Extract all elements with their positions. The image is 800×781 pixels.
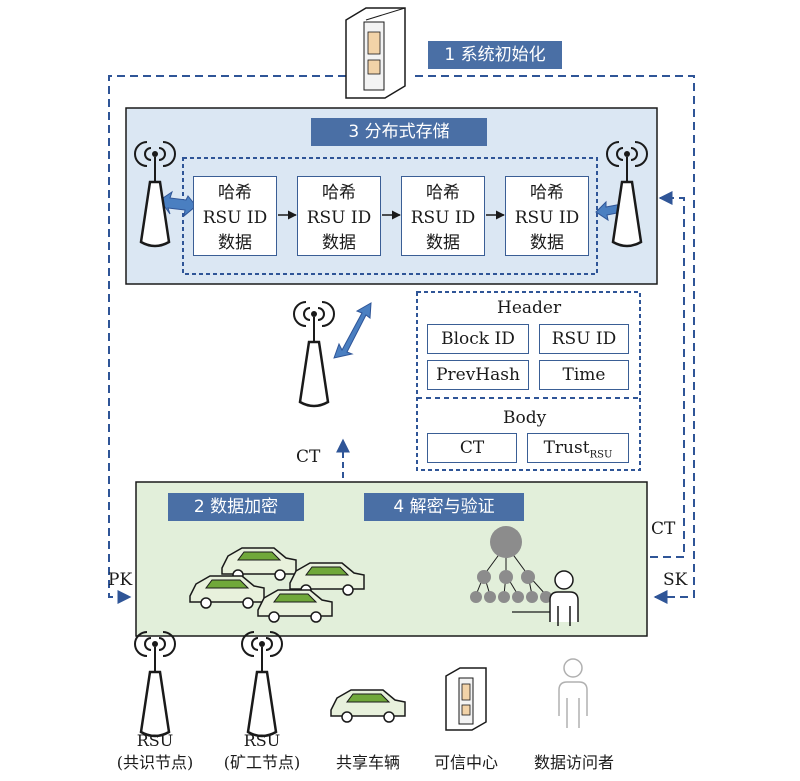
- field-block-id: Block ID: [427, 324, 529, 354]
- server-icon: [345, 7, 406, 99]
- person-icon: [558, 658, 588, 728]
- field-trust: TrustRSU: [527, 433, 629, 463]
- legend-label: 数据访问者: [533, 753, 614, 772]
- block-hash-label: 哈希: [322, 183, 356, 203]
- step-storage-label: 3 分布式存储: [311, 118, 487, 146]
- block-hash-label: 哈希: [426, 183, 460, 203]
- server-icon: [445, 667, 487, 731]
- pk-label: PK: [108, 570, 133, 590]
- two-way-arrow-mid: [333, 302, 372, 359]
- legend-data-accessor: 数据访问者: [524, 752, 624, 774]
- trust-subscript: RSU: [589, 449, 613, 461]
- block-data-label: 数据: [322, 233, 356, 253]
- step-encrypt-label: 2 数据加密: [168, 493, 304, 521]
- chain-block: 哈希 RSU ID 数据: [505, 176, 589, 256]
- trust-label: Trust: [543, 438, 590, 458]
- legend-sublabel: (共识节点): [116, 753, 194, 772]
- field-time: Time: [539, 360, 629, 390]
- chain-block: 哈希 RSU ID 数据: [401, 176, 485, 256]
- step-init-label: 1 系统初始化: [428, 41, 562, 69]
- block-data-label: 数据: [426, 233, 460, 253]
- legend-miner-node: RSU (矿工节点): [212, 730, 312, 774]
- block-data-label: 数据: [218, 233, 252, 253]
- car-icon: [330, 689, 406, 723]
- ct-label: CT: [651, 519, 676, 539]
- legend-label: RSU: [136, 731, 174, 750]
- block-rsu-id-label: RSU ID: [514, 208, 580, 228]
- field-rsu-id: RSU ID: [539, 324, 629, 354]
- hierarchy-icon: [470, 526, 560, 613]
- chain-box: [182, 157, 598, 275]
- chain-block: 哈希 RSU ID 数据: [193, 176, 277, 256]
- block-rsu-id-label: RSU ID: [202, 208, 268, 228]
- chain-block: 哈希 RSU ID 数据: [297, 176, 381, 256]
- antenna-icon: [292, 300, 336, 408]
- step-verify-label: 4 解密与验证: [364, 493, 524, 521]
- legend-consensus-node: RSU (共识节点): [105, 730, 205, 774]
- antenna-icon: [133, 630, 177, 738]
- block-hash-label: 哈希: [218, 183, 252, 203]
- header-title: Header: [497, 298, 562, 318]
- body-title: Body: [503, 408, 547, 428]
- legend-label: 可信中心: [433, 753, 498, 772]
- block-data-label: 数据: [530, 233, 564, 253]
- legend-sublabel: (矿工节点): [223, 753, 301, 772]
- block-hash-label: 哈希: [530, 183, 564, 203]
- ct-label: CT: [296, 447, 321, 467]
- field-ct: CT: [427, 433, 517, 463]
- legend-label: 共享车辆: [335, 753, 400, 772]
- legend-label: RSU: [243, 731, 281, 750]
- legend-trusted-center: 可信中心: [424, 752, 508, 774]
- antenna-icon: [240, 630, 284, 738]
- block-rsu-id-label: RSU ID: [410, 208, 476, 228]
- legend-shared-vehicle: 共享车辆: [322, 752, 414, 774]
- person-icon: [549, 570, 579, 626]
- field-prevhash: PrevHash: [427, 360, 529, 390]
- sk-label: SK: [663, 570, 688, 590]
- block-rsu-id-label: RSU ID: [306, 208, 372, 228]
